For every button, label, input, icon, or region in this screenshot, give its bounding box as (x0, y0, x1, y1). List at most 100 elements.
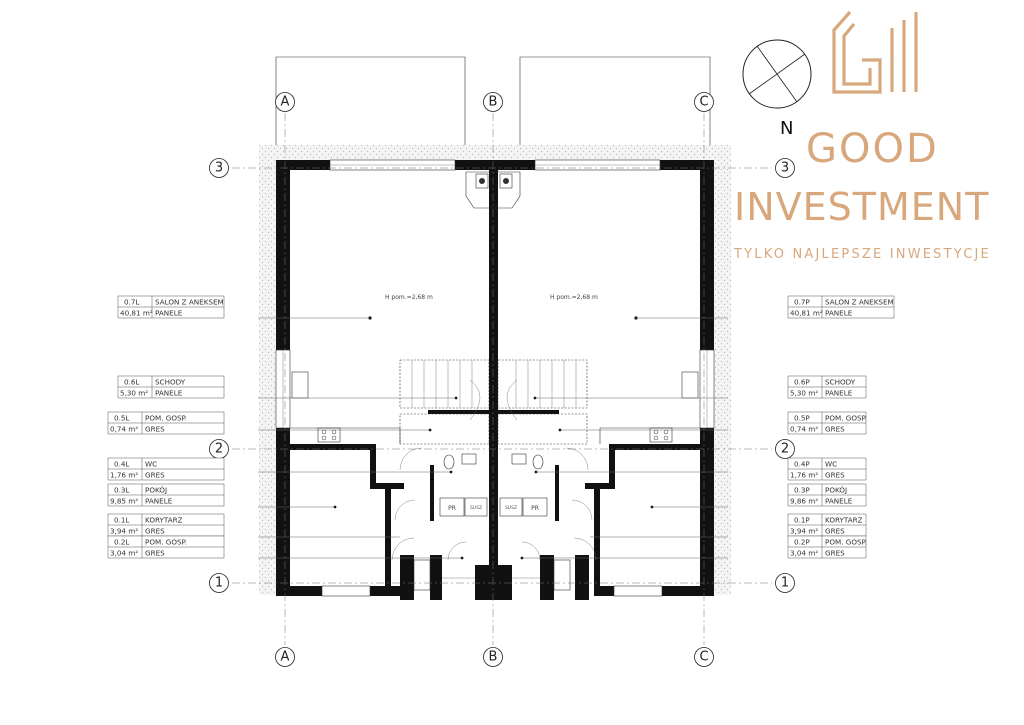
fixture-pr-left: PR (448, 505, 456, 512)
grid-bubble-c-top: C (694, 92, 714, 112)
svg-text:PANELE: PANELE (825, 497, 853, 506)
staircases (399, 359, 588, 445)
chimney (465, 171, 521, 209)
svg-text:C: C (699, 95, 708, 110)
svg-text:0.7P: 0.7P (794, 298, 810, 307)
svg-text:SCHODY: SCHODY (825, 378, 856, 387)
svg-text:0.7L: 0.7L (124, 298, 139, 307)
svg-text:B: B (489, 650, 498, 665)
grid-bubble-1-right: 1 (775, 573, 795, 593)
room-label-0-7p: 0.7P SALON Z ANEKSEM 40,81 m² PANELE (787, 295, 895, 319)
walls (276, 160, 714, 600)
grid-bubble-b-top: B (483, 92, 503, 112)
svg-text:A: A (281, 95, 290, 110)
svg-text:C: C (699, 650, 708, 665)
svg-text:9,86 m²: 9,86 m² (790, 497, 818, 506)
svg-text:9,85 m²: 9,85 m² (110, 497, 138, 506)
svg-text:GRES: GRES (145, 527, 165, 536)
windows (275, 159, 715, 597)
svg-text:0,74 m²: 0,74 m² (110, 425, 138, 434)
svg-text:POM. GOSP.: POM. GOSP. (825, 414, 867, 423)
room-label-0-1p: 0.1P KORYTARZ 3,94 m² GRES (787, 513, 867, 537)
svg-text:0.1P: 0.1P (794, 516, 810, 525)
utility-appliances: PR SUSZ SUSZ PR (439, 497, 548, 517)
svg-text:3: 3 (215, 161, 223, 176)
svg-text:3,94 m²: 3,94 m² (110, 527, 138, 536)
svg-text:3,04 m²: 3,04 m² (790, 549, 818, 558)
fixture-pr-right: PR (531, 505, 539, 512)
room-labels-right: 0.7P SALON Z ANEKSEM 40,81 m² PANELE 0.6… (787, 295, 895, 559)
svg-text:2: 2 (215, 442, 223, 457)
room-label-0-2l: 0.2L POM. GOSP. 3,04 m² GRES (107, 535, 225, 559)
brand-wordmark: GOOD INVESTMENT TYLKO NAJLEPSZE INWESTYC… (733, 126, 989, 262)
room-label-0-1l: 0.1L KORYTARZ 3,94 m² GRES (107, 513, 225, 537)
svg-text:KORYTARZ: KORYTARZ (145, 516, 183, 525)
kitchen-counters (290, 371, 700, 444)
svg-text:KORYTARZ: KORYTARZ (825, 516, 863, 525)
fixture-susz-right: SUSZ (505, 505, 517, 511)
north-label: N (780, 118, 793, 139)
brand-line-2: INVESTMENT (734, 185, 989, 229)
svg-text:2: 2 (781, 442, 789, 457)
room-label-0-6p: 0.6P SCHODY 5,30 m² PANELE (787, 375, 867, 399)
svg-text:WC: WC (145, 460, 157, 469)
grid-bubble-a-bottom: A (275, 647, 295, 667)
svg-text:3,94 m²: 3,94 m² (790, 527, 818, 536)
door-swings (391, 447, 597, 561)
gi-monogram-logo (832, 10, 918, 94)
svg-text:PANELE: PANELE (155, 389, 183, 398)
svg-text:GRES: GRES (825, 471, 845, 480)
room-label-0-5l: 0.5L POM. GOSP. 0,74 m² GRES (107, 411, 225, 435)
svg-text:POM. GOSP.: POM. GOSP. (825, 538, 867, 547)
svg-text:0.5P: 0.5P (794, 414, 810, 423)
svg-text:PANELE: PANELE (155, 309, 183, 318)
room-label-0-3l: 0.3L POKÓJ 9,85 m² PANELE (107, 483, 225, 507)
grid-bubble-3-right: 3 (775, 158, 795, 178)
svg-text:0.5L: 0.5L (114, 414, 129, 423)
room-label-0-4l: 0.4L WC 1,76 m² GRES (107, 457, 225, 481)
room-labels-left: 0.7L SALON Z ANEKSEM 40,81 m² PANELE 0.6… (107, 295, 225, 559)
svg-text:GRES: GRES (825, 425, 845, 434)
svg-text:5,30 m²: 5,30 m² (790, 389, 818, 398)
svg-text:0.4L: 0.4L (114, 460, 129, 469)
svg-text:1,76 m²: 1,76 m² (790, 471, 818, 480)
entrance-landings (413, 559, 571, 591)
room-label-0-6l: 0.6L SCHODY 5,30 m² PANELE (117, 375, 225, 399)
svg-text:0.4P: 0.4P (794, 460, 810, 469)
wc-fixtures (443, 453, 544, 470)
svg-text:SCHODY: SCHODY (155, 378, 186, 387)
svg-text:SALON Z ANEKSEM: SALON Z ANEKSEM (155, 298, 224, 307)
room-label-0-3p: 0.3P POKÓJ 9,86 m² PANELE (787, 483, 867, 507)
grid-bubble-1-left: 1 (209, 573, 229, 593)
svg-text:0.3L: 0.3L (114, 486, 129, 495)
height-label-left: H pom.=2,68 m (385, 294, 433, 301)
svg-text:GRES: GRES (145, 471, 165, 480)
room-label-0-2p: 0.2P POM. GOSP. 3,04 m² GRES (787, 535, 867, 559)
svg-text:0.6L: 0.6L (124, 378, 139, 387)
svg-text:GRES: GRES (145, 549, 165, 558)
svg-text:GRES: GRES (825, 527, 845, 536)
svg-text:A: A (281, 650, 290, 665)
grid-bubble-2-left: 2 (209, 439, 229, 459)
north-arrow-icon: N (742, 39, 812, 139)
svg-text:GRES: GRES (145, 425, 165, 434)
svg-text:40,81 m²: 40,81 m² (120, 309, 153, 318)
svg-text:PANELE: PANELE (825, 309, 853, 318)
grid-bubble-3-left: 3 (209, 158, 229, 178)
room-label-0-4p: 0.4P WC 1,76 m² GRES (787, 457, 867, 481)
brand-line-1: GOOD (806, 126, 939, 172)
grid-bubble-a-top: A (275, 92, 295, 112)
svg-text:0.1L: 0.1L (114, 516, 129, 525)
svg-text:SALON Z ANEKSEM: SALON Z ANEKSEM (825, 298, 894, 307)
svg-text:0.6P: 0.6P (794, 378, 810, 387)
room-label-0-7l: 0.7L SALON Z ANEKSEM 40,81 m² PANELE (117, 295, 225, 319)
svg-text:POKÓJ: POKÓJ (145, 486, 167, 495)
ground-hatch (259, 145, 731, 595)
svg-text:GRES: GRES (825, 549, 845, 558)
svg-text:0.2P: 0.2P (794, 538, 810, 547)
svg-text:WC: WC (825, 460, 837, 469)
leader-lines (258, 317, 728, 559)
grid-bubble-b-bottom: B (483, 647, 503, 667)
svg-text:1,76 m²: 1,76 m² (110, 471, 138, 480)
